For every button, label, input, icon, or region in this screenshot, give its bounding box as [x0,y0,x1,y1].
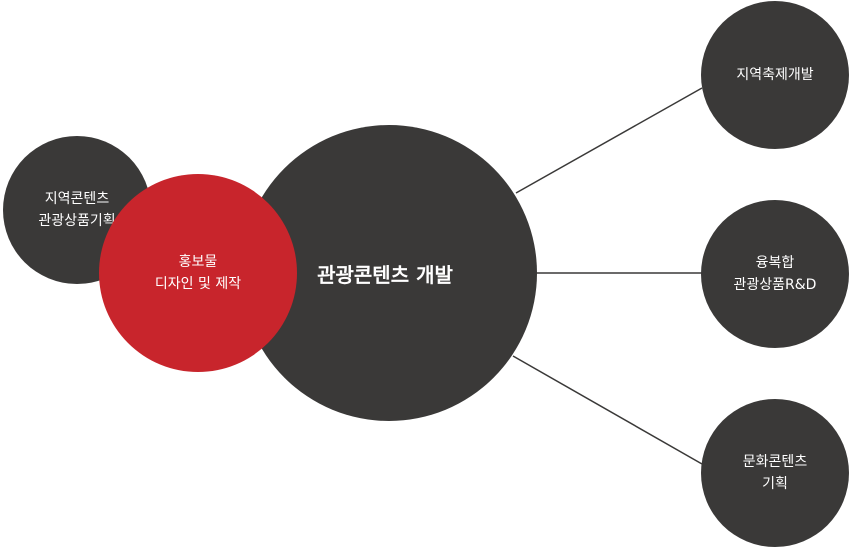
center-label: 관광콘텐츠 개발 [317,262,453,287]
node-regional-festival-development: 지역축제개발 [701,1,849,149]
node-culture-content-planning: 문화콘텐츠 기획 [701,399,849,547]
node-label-line: 문화콘텐츠 [742,454,808,470]
node-label-line: 기획 [762,476,788,492]
connector-top-right [515,87,703,194]
connector-bottom-right [512,355,703,465]
node-label-line: 관광상품기획 [38,213,116,229]
node-label-line: 디자인 및 제작 [154,276,242,292]
node-label-line: 홍보물 [178,254,218,270]
node-label-line: 지역축제개발 [736,67,814,83]
node-convergence-tourism-rnd: 융복합 관광상품R&D [701,200,849,348]
node-label-line: 관광상품R&D [733,277,817,293]
node-label-line: 융복합 [755,255,795,271]
node-label-line: 지역콘텐츠 [44,191,110,207]
node-promo-design-production: 홍보물 디자인 및 제작 [99,174,297,372]
